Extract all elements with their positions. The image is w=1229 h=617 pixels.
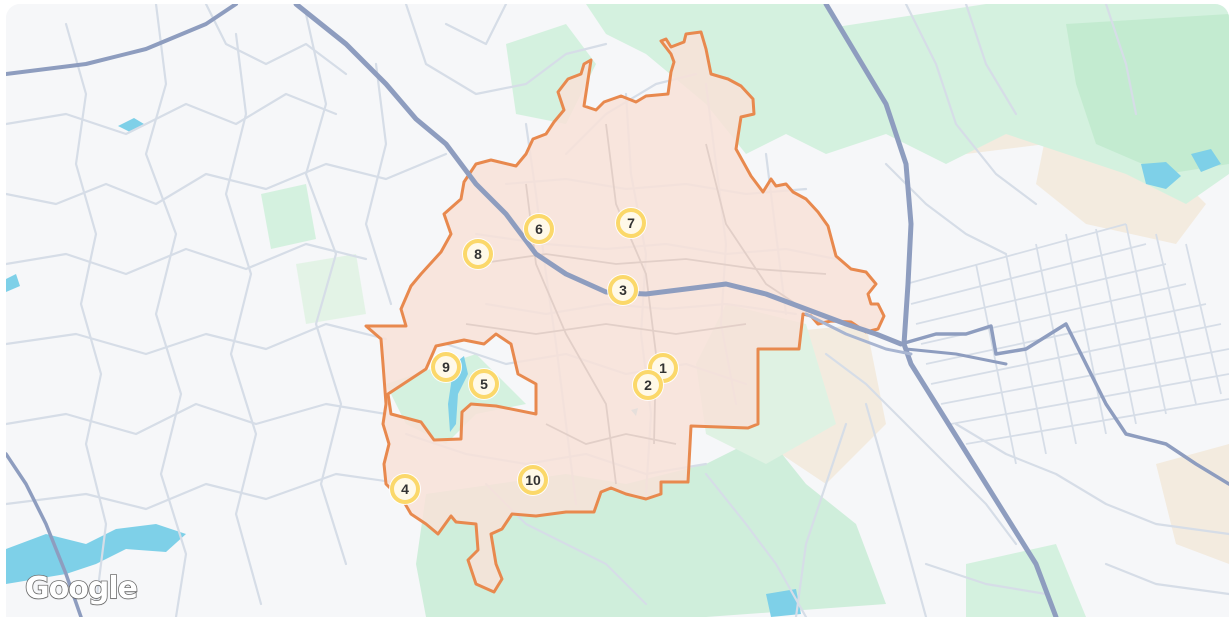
map-canvas[interactable]: 1 2 3 4 5 6 7 8 9 10 Google: [6, 4, 1229, 617]
marker-label: 2: [644, 377, 652, 393]
map-marker-10[interactable]: 10: [518, 465, 548, 495]
district-boundary[interactable]: [364, 30, 886, 594]
city-grid-roads: [905, 223, 1229, 465]
marker-label: 9: [442, 359, 450, 375]
marker-label: 1: [659, 360, 667, 376]
map-marker-9[interactable]: 9: [431, 352, 461, 382]
marker-label: 3: [619, 282, 627, 298]
marker-label: 10: [525, 472, 541, 488]
map-base-layer[interactable]: [6, 4, 1229, 617]
marker-label: 7: [627, 215, 635, 231]
map-marker-2[interactable]: 2: [633, 370, 663, 400]
map-marker-6[interactable]: 6: [524, 214, 554, 244]
map-marker-5[interactable]: 5: [469, 369, 499, 399]
map-marker-3[interactable]: 3: [608, 275, 638, 305]
map-marker-1[interactable]: 1: [648, 353, 678, 383]
map-marker-7[interactable]: 7: [616, 208, 646, 238]
marker-label: 5: [480, 376, 488, 392]
major-roads: [6, 4, 1229, 617]
map-marker-4[interactable]: 4: [390, 474, 420, 504]
marker-label: 4: [401, 481, 409, 497]
map-marker-8[interactable]: 8: [463, 239, 493, 269]
google-logo: Google: [24, 571, 139, 606]
marker-label: 8: [474, 246, 482, 262]
marker-label: 6: [535, 221, 543, 237]
